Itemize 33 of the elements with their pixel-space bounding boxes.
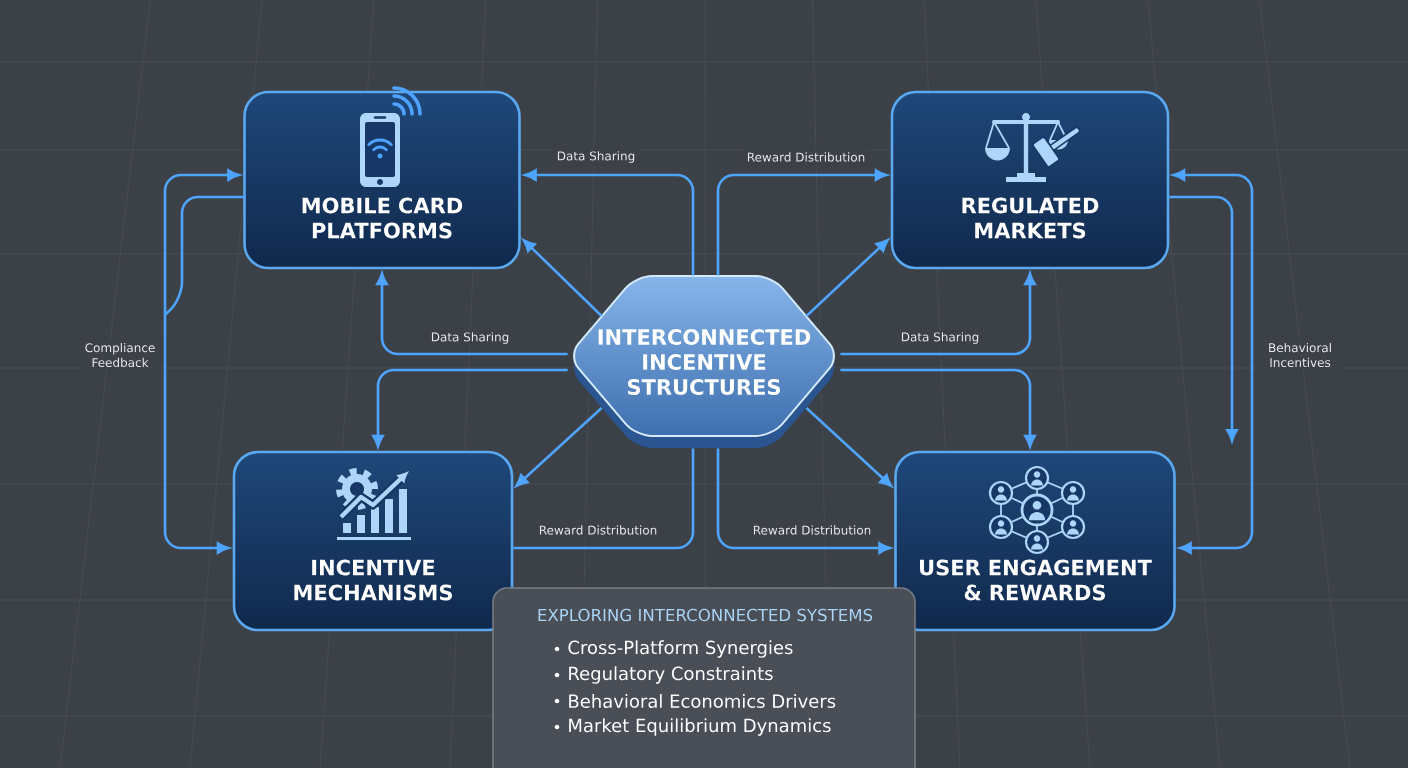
arrow <box>805 239 889 317</box>
panel-heading: EXPLORING INTERCONNECTED SYSTEMS <box>538 608 873 622</box>
arrow <box>805 407 893 487</box>
edge-label: Data Sharing <box>553 148 639 166</box>
list-item: Cross-Platform Synergies <box>568 640 793 658</box>
arrow <box>163 169 240 554</box>
edge-label: Compliance Feedback <box>80 339 160 371</box>
arrow <box>716 448 891 554</box>
list-item: Regulatory Constraints <box>569 666 773 684</box>
arrow <box>515 407 603 487</box>
rounded-box: INCENTIVE MECHANISMS <box>232 450 514 632</box>
arrow <box>372 368 568 448</box>
arrow <box>1169 195 1238 442</box>
edge-label: Reward Distribution <box>535 522 661 538</box>
arrow <box>524 169 695 276</box>
edge-label: Behavioral Incentives <box>1260 339 1340 371</box>
connector-line <box>513 448 695 550</box>
edge-label: Data Sharing <box>427 329 513 347</box>
arrow <box>840 368 1036 448</box>
rounded-box: USER ENGAGEMENT & REWARDS <box>894 450 1176 632</box>
connector-line <box>165 195 244 315</box>
list-item: Market Equilibrium Dynamics <box>569 718 831 736</box>
rounded-box: MOBILE CARD PLATFORMS <box>243 90 521 270</box>
arrow <box>376 272 568 356</box>
rounded-box: REGULATED MARKETS <box>890 90 1170 270</box>
edge-label: Reward Distribution <box>743 149 869 165</box>
list-item: Behavioral Economics Drivers <box>569 694 836 708</box>
edge-label: Reward Distribution <box>749 522 875 538</box>
arrow <box>522 239 603 317</box>
edge-label: Data Sharing <box>897 329 983 347</box>
arrow <box>840 272 1036 356</box>
arrow <box>716 169 888 276</box>
arrow <box>1172 169 1254 554</box>
